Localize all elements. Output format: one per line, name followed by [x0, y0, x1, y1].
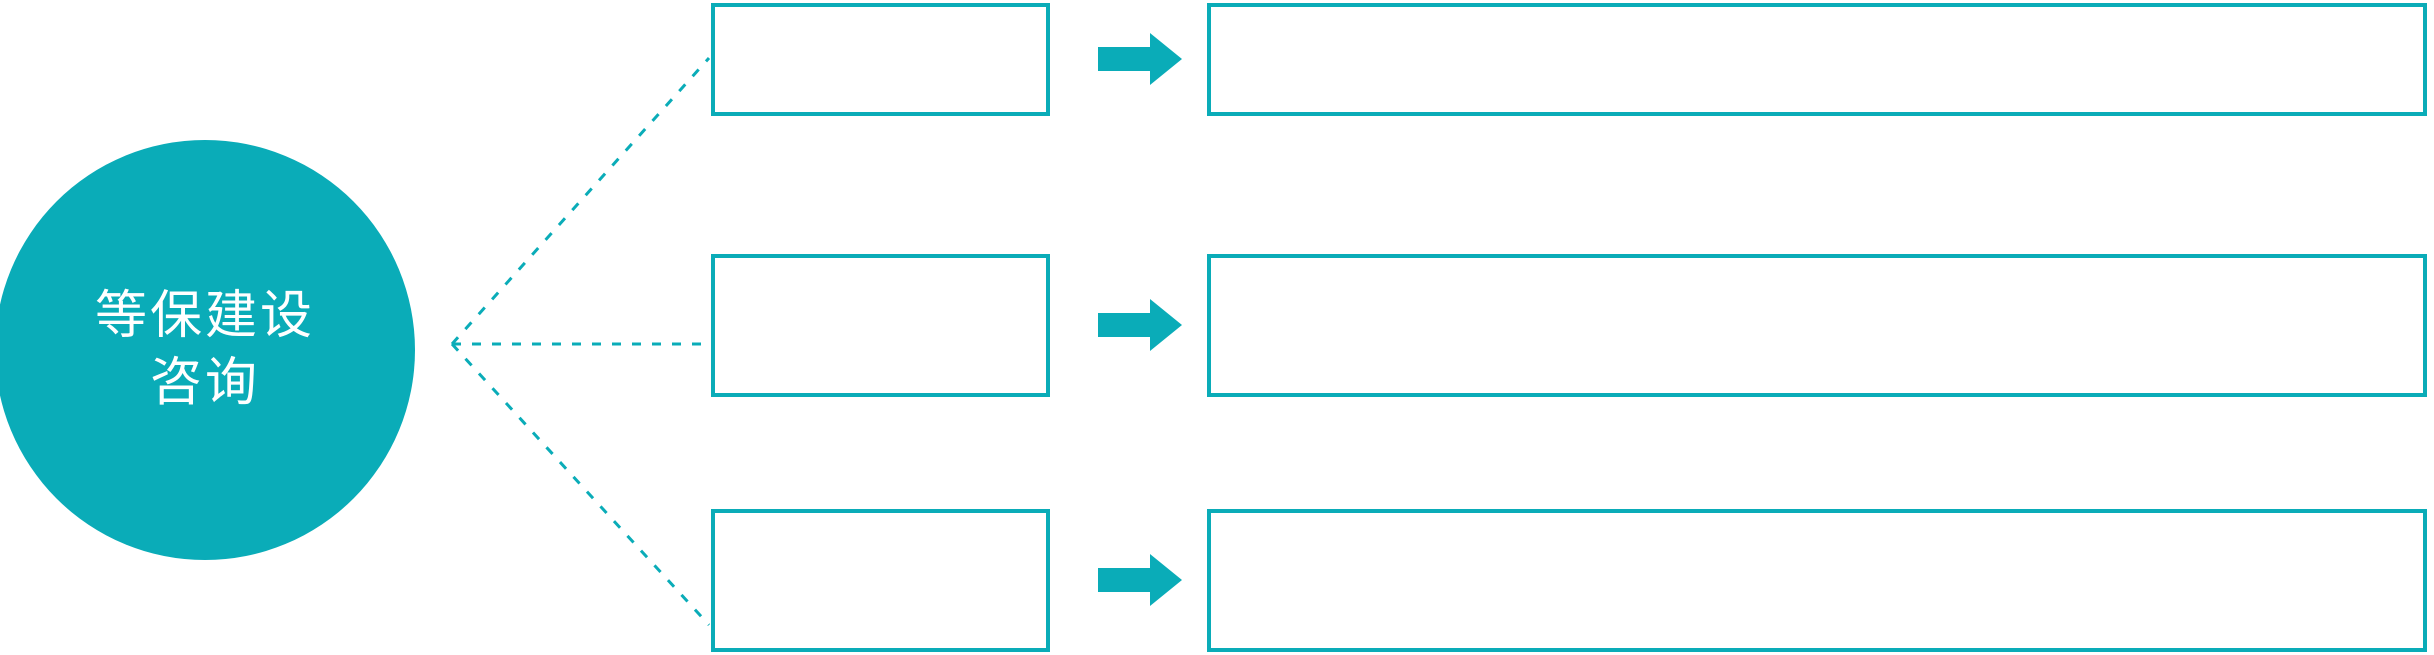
connector-branch-3: [450, 342, 711, 627]
arrow-right-icon-1: [1098, 33, 1182, 85]
hub-title-line-2: 咨询: [149, 354, 260, 412]
connector-branch-1: [450, 56, 711, 346]
stage-box-3[interactable]: [711, 509, 1050, 652]
arrow-right-icon-2: [1098, 299, 1182, 351]
arrow-right-icon-3: [1098, 554, 1182, 606]
stage-box-1[interactable]: [711, 3, 1050, 116]
detail-box-3[interactable]: [1207, 509, 2427, 652]
stage-box-2[interactable]: [711, 254, 1050, 397]
hub-title-line-1: 等保建设: [94, 287, 315, 346]
detail-box-2[interactable]: [1207, 254, 2427, 397]
detail-box-1[interactable]: [1207, 3, 2427, 116]
hub-circle[interactable]: 等保建设 咨询: [0, 140, 415, 560]
